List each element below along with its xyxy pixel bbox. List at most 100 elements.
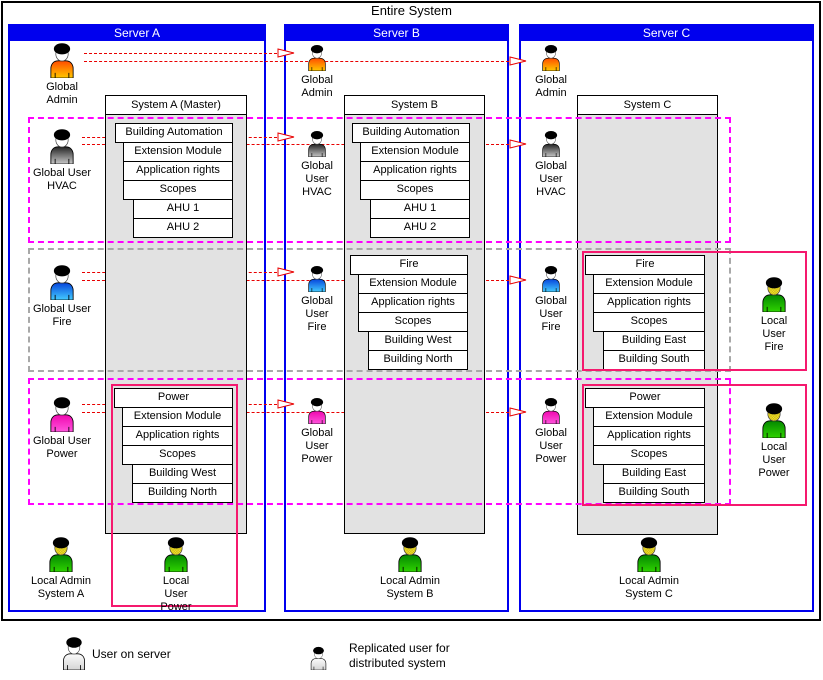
user-global-admin-b: Global Admin	[277, 44, 357, 100]
fire-highlight-c	[582, 251, 807, 371]
stack-item: Extension Module	[593, 407, 705, 427]
person-label: Local User Power	[160, 575, 192, 613]
person-icon	[303, 44, 331, 71]
stack-item: Extension Module	[360, 142, 470, 162]
stack-item: Building North	[132, 483, 233, 503]
user-local-admin-b: Local Admin System B	[370, 536, 450, 601]
person-label: Global Admin	[535, 74, 567, 99]
person-label: Global Admin	[301, 74, 333, 99]
person-icon	[537, 397, 565, 424]
stack-item: Fire	[350, 255, 468, 275]
user-local-power-c: Local User Power	[734, 402, 814, 480]
person-label: Local User Power	[758, 441, 790, 479]
user-global-hvac-a: Global User HVAC	[22, 128, 102, 193]
person-label: Global User Power	[32, 435, 92, 460]
person-label: Global User HVAC	[535, 160, 567, 198]
person-label: Global User Power	[535, 427, 567, 465]
system-a-title: System A (Master)	[105, 95, 247, 115]
person-label: Global Admin	[46, 81, 78, 106]
stack-item: Scopes	[122, 445, 233, 465]
server-b-header: Server B	[286, 26, 507, 41]
user-global-hvac-b: Global User HVAC	[277, 130, 357, 199]
person-icon	[303, 397, 331, 424]
replication-arrowhead	[509, 139, 527, 149]
person-icon	[43, 42, 81, 78]
user-global-admin-a: Global Admin	[22, 42, 102, 107]
person-icon	[303, 130, 331, 157]
person-label: Local User Fire	[760, 315, 788, 353]
user-global-power-b: Global User Power	[277, 397, 357, 466]
person-label: Local Admin System A	[31, 575, 91, 600]
power-highlight-a	[111, 384, 238, 607]
person-icon	[43, 264, 81, 300]
person-icon	[537, 265, 565, 292]
user-global-fire-a: Global User Fire	[22, 264, 102, 329]
person-label: Global User Fire	[535, 295, 567, 333]
hvac-scope-outline	[28, 117, 731, 243]
person-label: Global User Fire	[32, 303, 92, 328]
person-icon	[43, 396, 81, 432]
power-highlight-c	[582, 384, 807, 506]
person-icon	[630, 536, 668, 572]
stack-item: Application rights	[123, 161, 233, 181]
stack-item: Application rights	[358, 293, 468, 313]
legend-replicated-user-icon	[278, 646, 358, 670]
stack-item: Scopes	[358, 312, 468, 332]
person-icon	[755, 402, 793, 438]
replication-line-hvac-ac	[82, 144, 509, 145]
person-label: Global User Fire	[301, 295, 333, 333]
replication-line-fire-ac	[82, 280, 509, 281]
system-b-title: System B	[344, 95, 485, 115]
legend-replicated-user-label: Replicated user for distributed system	[349, 641, 450, 670]
person-icon	[755, 276, 793, 312]
user-global-power-a: Global User Power	[22, 396, 102, 461]
person-label: Global User Power	[301, 427, 333, 465]
replication-arrowhead	[277, 48, 295, 58]
stack-item: AHU 2	[133, 218, 233, 238]
stack-item: Application rights	[360, 161, 470, 181]
entire-system-frame	[1, 1, 821, 621]
server-c-header: Server C	[521, 26, 812, 41]
stack-item: Building South	[603, 483, 705, 503]
user-local-admin-c: Local Admin System C	[609, 536, 689, 601]
person-icon	[42, 536, 80, 572]
stack-item: Building North	[368, 350, 468, 370]
replication-arrowhead	[509, 56, 527, 66]
person-icon	[43, 128, 81, 164]
stack-item: AHU 1	[370, 199, 470, 219]
stack-item: Building East	[603, 331, 705, 351]
diagram-title: Entire System	[371, 3, 452, 18]
person-label: Local Admin System C	[619, 575, 679, 600]
user-global-power-c: Global User Power	[511, 397, 591, 466]
stack-item: Building East	[603, 464, 705, 484]
replication-arrowhead	[509, 407, 527, 417]
user-local-power-a: Local User Power	[136, 536, 216, 614]
person-icon	[537, 130, 565, 157]
fire-scope-outline	[28, 248, 731, 372]
person-label: Local Admin System B	[380, 575, 440, 600]
user-local-fire-c: Local User Fire	[734, 276, 814, 354]
stack-item: AHU 2	[370, 218, 470, 238]
replication-arrowhead	[277, 267, 295, 277]
stack-item: Building Automation	[115, 123, 233, 143]
person-icon	[537, 44, 565, 71]
person-icon	[306, 646, 331, 670]
legend-user-on-server-label: User on server	[92, 647, 171, 661]
replication-arrowhead	[277, 399, 295, 409]
person-icon	[157, 536, 195, 572]
system-c-title: System C	[577, 95, 718, 115]
replication-line-power-ac	[82, 412, 509, 413]
user-global-fire-b: Global User Fire	[277, 265, 357, 334]
server-a-header: Server A	[10, 26, 264, 41]
person-icon	[303, 265, 331, 292]
user-global-hvac-c: Global User HVAC	[511, 130, 591, 199]
replication-arrowhead	[277, 132, 295, 142]
person-icon	[56, 636, 92, 670]
replication-line-admin-ac	[84, 61, 509, 62]
person-label: Global User HVAC	[32, 167, 92, 192]
person-icon	[391, 536, 429, 572]
legend-user-on-server-icon	[34, 636, 114, 670]
user-global-admin-c: Global Admin	[511, 44, 591, 100]
stack-item: Extension Module	[122, 407, 233, 427]
